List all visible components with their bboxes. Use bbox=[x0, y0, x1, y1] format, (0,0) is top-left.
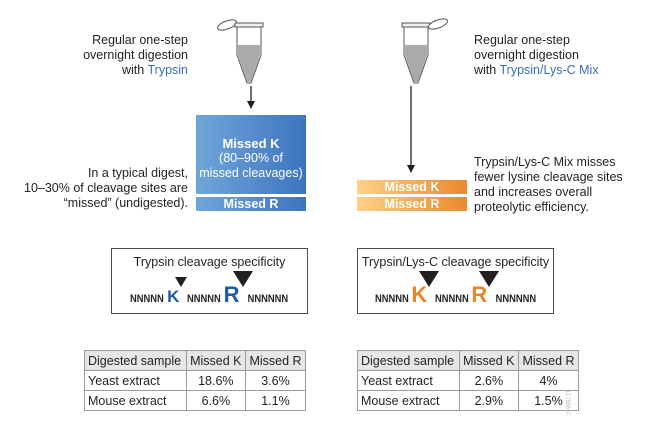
cell: Yeast extract bbox=[84, 370, 187, 391]
specificity-title: Trypsin cleavage specificity bbox=[133, 255, 286, 269]
missed-k-box: Missed K bbox=[357, 180, 467, 194]
left-method-text: Regular one-step overnight digestion wit… bbox=[0, 33, 188, 78]
cleavage-marker-icon bbox=[419, 271, 440, 287]
seq-k: K bbox=[411, 271, 440, 307]
text-line: In a typical digest, bbox=[87, 166, 188, 180]
right-method-text: Regular one-step overnight digestion wit… bbox=[474, 33, 644, 78]
text-line: Regular one-step bbox=[92, 33, 188, 47]
seq-n: NNNNNN bbox=[495, 293, 536, 305]
missed-k-box: Missed K (80–90% of missed cleavages) bbox=[196, 115, 306, 194]
seq-r: R bbox=[223, 271, 253, 307]
seq-n: NNNNN bbox=[186, 293, 221, 305]
cleavage-marker-icon bbox=[479, 271, 500, 287]
cell: 6.6% bbox=[185, 390, 246, 411]
specificity-title: Trypsin/Lys-C cleavage specificity bbox=[361, 255, 550, 269]
text-line: and increases overall bbox=[474, 185, 593, 199]
trypsin-lysc-specificity-box: Trypsin/Lys-C cleavage specificity NNNNN… bbox=[357, 248, 554, 314]
header-cell: Digested sample bbox=[357, 350, 460, 371]
cleavage-marker-icon bbox=[175, 277, 188, 287]
cleavage-marker-icon bbox=[232, 271, 253, 287]
header-cell: Digested sample bbox=[84, 350, 187, 371]
figure-code: 11788MC bbox=[564, 390, 570, 416]
right-note: Trypsin/Lys-C Mix misses fewer lysine cl… bbox=[474, 155, 650, 215]
text-line: “missed” (undigested). bbox=[63, 196, 188, 210]
text-line: proteolytic efficiency. bbox=[474, 200, 589, 214]
text-line: Trypsin/Lys-C Mix misses bbox=[474, 155, 616, 169]
header-cell: Missed R bbox=[517, 350, 580, 371]
cell: 3.6% bbox=[244, 370, 307, 391]
header-cell: Missed K bbox=[185, 350, 246, 371]
tube-icon bbox=[217, 19, 264, 84]
text-line: overnight digestion bbox=[83, 48, 188, 62]
missed-k-label: Missed K bbox=[222, 136, 280, 151]
cell: 2.6% bbox=[458, 370, 519, 391]
missed-r-box: Missed R bbox=[357, 197, 467, 211]
residue-k: K bbox=[411, 282, 428, 307]
cell: 1.1% bbox=[244, 390, 307, 411]
residue-r: R bbox=[223, 282, 240, 307]
seq-n: NNNNNN bbox=[247, 293, 289, 305]
cell: Yeast extract bbox=[357, 370, 460, 391]
cell: 1.5% bbox=[517, 390, 580, 411]
text-line: Regular one-step bbox=[474, 33, 570, 47]
seq-k: K bbox=[167, 277, 188, 307]
text-line: fewer lysine cleavage sites bbox=[474, 170, 623, 184]
text-line: overnight digestion bbox=[474, 48, 579, 62]
missed-k-note: missed cleavages) bbox=[199, 166, 303, 180]
text-line: with Trypsin/Lys-C Mix bbox=[474, 63, 644, 78]
text: with bbox=[474, 63, 500, 77]
seq-n: NNNNN bbox=[434, 293, 469, 305]
missed-r-box: Missed R bbox=[196, 197, 306, 211]
cell: Mouse extract bbox=[84, 390, 187, 411]
seq-r: R bbox=[471, 271, 500, 307]
arrow-down-icon bbox=[407, 86, 415, 173]
cell: 18.6% bbox=[185, 370, 246, 391]
seq-n: NNNNN bbox=[130, 293, 165, 305]
tube-icon bbox=[401, 18, 448, 84]
enzyme-name: Trypsin/Lys-C Mix bbox=[499, 63, 599, 77]
residue-r: R bbox=[471, 282, 488, 307]
text-line: with Trypsin bbox=[0, 63, 188, 78]
left-note: In a typical digest, 10–30% of cleavage … bbox=[0, 166, 188, 211]
arrow-down-icon bbox=[247, 86, 255, 109]
residue-k: K bbox=[167, 287, 180, 306]
header-cell: Missed R bbox=[244, 350, 307, 371]
header-cell: Missed K bbox=[458, 350, 519, 371]
text-line: 10–30% of cleavage sites are bbox=[24, 181, 188, 195]
cell: Mouse extract bbox=[357, 390, 460, 411]
cell: 2.9% bbox=[458, 390, 519, 411]
text: with bbox=[122, 63, 148, 77]
cell: 4% bbox=[517, 370, 580, 391]
missed-k-note: (80–90% of bbox=[219, 151, 283, 165]
seq-n: NNNNN bbox=[374, 293, 409, 305]
enzyme-name: Trypsin bbox=[147, 63, 188, 77]
